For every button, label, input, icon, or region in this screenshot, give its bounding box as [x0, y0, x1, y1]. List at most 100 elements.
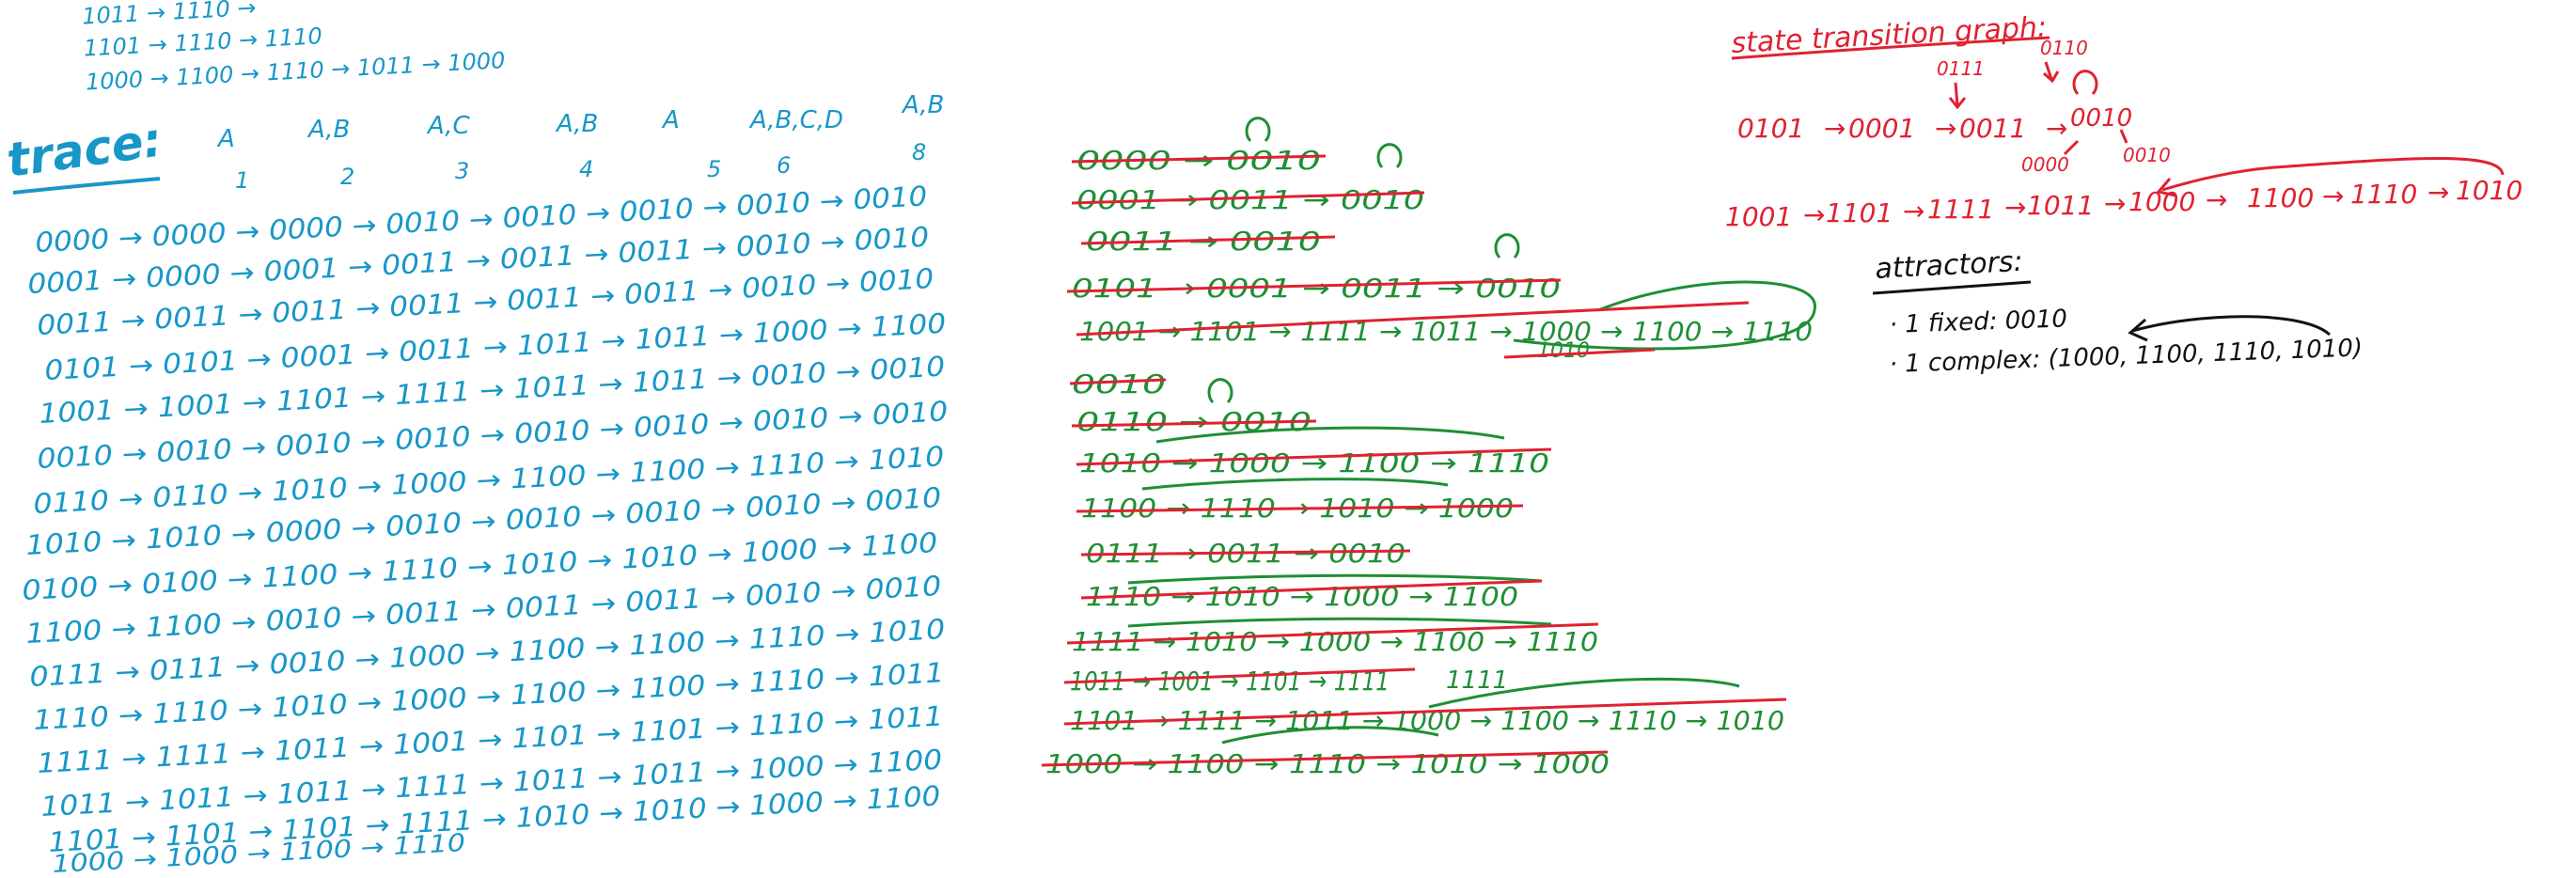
green-list: 0000 → 0010 0001 → 0011 → 0010 0011 → 00… — [1041, 117, 1816, 779]
column-labels: A A,B A,C A,B A A,B,C,D A,B — [216, 91, 944, 153]
column-label: A,B,C,D — [748, 106, 843, 134]
green-loop — [1155, 426, 1505, 444]
chain-state: 0001 — [1848, 113, 1915, 144]
attractors-note: attractors: · 1 fixed: 0010 · 1 complex:… — [1872, 245, 2363, 379]
chain-arrow: → — [2322, 180, 2344, 212]
self-loop-icon — [2072, 70, 2098, 96]
branch-label: 0110 — [2040, 37, 2088, 59]
branch-label: 0010 — [2123, 144, 2171, 166]
branch-arrowhead — [2043, 71, 2060, 84]
graph-title-underline — [1731, 36, 2050, 60]
step-number: 4 — [579, 156, 593, 182]
attractor-pointer-arrowhead — [2128, 318, 2148, 342]
green-loop — [1513, 280, 1816, 351]
attractors-title: attractors: — [1875, 245, 2024, 286]
step-number: 5 — [707, 156, 721, 182]
strike-line — [1076, 301, 1750, 337]
strike-line — [1066, 622, 1599, 645]
trace-table: trace: A A,B A,C A,B A A,B,C,D A,B 1 2 3… — [4, 91, 949, 878]
green-line: 0001 → 0011 → 0010 — [1076, 184, 1424, 215]
chain-state: 1110 — [2350, 179, 2417, 210]
attractor-item: · 1 fixed: 0010 — [1889, 305, 2067, 339]
self-loop-mark — [1245, 117, 1271, 143]
cycle-arrow — [2161, 157, 2505, 192]
green-extra-label: 1111 — [1446, 666, 1508, 695]
strike-line — [1071, 419, 1317, 428]
strike-line — [1076, 447, 1552, 466]
green-loop — [1428, 677, 1740, 709]
chain-state: 1000 — [2128, 186, 2195, 217]
strike-line — [1080, 235, 1336, 245]
strike-line — [1503, 348, 1656, 359]
attractors-underline — [1872, 280, 2032, 295]
step-number: 3 — [455, 158, 469, 184]
chain-state: 1100 — [2247, 182, 2314, 213]
chain-state: 0011 — [1959, 113, 2026, 144]
attractor-item: · 1 complex: (1000, 1100, 1110, 1010) — [1889, 334, 2363, 379]
step-numbers: 1 2 3 4 5 6 8 — [235, 139, 926, 194]
chain-arrow: → — [2104, 188, 2126, 219]
graph-title: state transition graph: — [1731, 10, 2048, 60]
strike-line — [1069, 378, 1167, 385]
chain-state: 1001 — [1725, 201, 1792, 232]
green-line: 1111 → 1010 → 1000 → 1100 → 1110 — [1072, 626, 1598, 657]
step-number: 8 — [912, 139, 926, 165]
branch-arrow — [2119, 129, 2128, 144]
chain-state: 1011 — [2027, 190, 2094, 221]
step-number: 1 — [235, 167, 249, 194]
step-number: 6 — [777, 152, 791, 179]
cycle-arrowhead — [2156, 178, 2176, 197]
strike-line — [1041, 750, 1609, 767]
chain-arrow: → — [2004, 192, 2026, 223]
strike-lines — [1041, 154, 1787, 767]
top-left-line: 1011 → 1110 → — [82, 0, 257, 30]
green-loop — [1127, 617, 1552, 628]
top-left-line: 1101 → 1110 → 1110 — [83, 23, 322, 61]
chain-state: 0101 — [1737, 113, 1804, 144]
green-loop — [1141, 478, 1449, 491]
strike-line — [1063, 667, 1416, 684]
step-number: 2 — [340, 164, 354, 190]
chain-arrow: → — [1803, 199, 1825, 230]
chain-arrow: → — [1903, 196, 1924, 227]
chain-state: 1101 — [1826, 197, 1893, 228]
strike-line — [1071, 154, 1327, 164]
strike-line — [1080, 579, 1543, 600]
strike-line — [1063, 698, 1787, 726]
chain-state: 1010 — [2456, 175, 2522, 206]
branch-arrow — [2063, 139, 2080, 156]
self-loop-mark — [1494, 233, 1520, 259]
chain-arrow: → — [2427, 177, 2449, 208]
chain-arrow: → — [2046, 113, 2067, 144]
green-loop — [1221, 726, 1439, 745]
column-label: A,B — [306, 116, 350, 144]
chain-arrow: → — [1935, 113, 1956, 144]
branch-label: 0000 — [2021, 153, 2069, 176]
chain-state: 1111 — [1927, 194, 1994, 225]
column-label: A,B — [555, 110, 598, 138]
green-line: 1001 → 1101 → 1111 → 1011 → 1000 → 1100 … — [1079, 316, 1813, 347]
trace-title: trace: — [4, 112, 165, 188]
column-label: A — [661, 106, 680, 134]
top-left-fragment: 1011 → 1110 → 1101 → 1110 → 1110 1000 → … — [82, 0, 506, 95]
branch-arrow — [2044, 61, 2053, 80]
trace-rows: 0000 → 0000 → 0000 → 0010 → 0010 → 0010 … — [22, 180, 949, 878]
attractor-pointer-arrow — [2131, 315, 2332, 337]
strike-line — [1071, 191, 1425, 205]
branch-arrow — [1954, 82, 1959, 106]
chain-arrow: → — [1824, 113, 1846, 144]
strike-line — [1080, 549, 1411, 557]
self-loop-mark — [1207, 378, 1233, 404]
chain-state: 0010 — [2070, 104, 2132, 133]
chain-arrow: → — [2206, 184, 2227, 215]
column-label: A,B — [901, 91, 944, 119]
chain-2: 1001 → 1101 → 1111 → 1011 → 1000 → 1100 … — [1725, 175, 2522, 232]
chain-1: 0101 → 0001 → 0011 → 0010 — [1737, 104, 2132, 144]
column-label: A — [216, 125, 235, 153]
green-loop — [1127, 573, 1543, 585]
green-line: 0101 → 0001 → 0011 → 0010 — [1072, 273, 1561, 304]
strike-line — [1066, 278, 1562, 293]
self-loop-mark — [1376, 143, 1403, 169]
branch-label: 0111 — [1937, 57, 1985, 80]
